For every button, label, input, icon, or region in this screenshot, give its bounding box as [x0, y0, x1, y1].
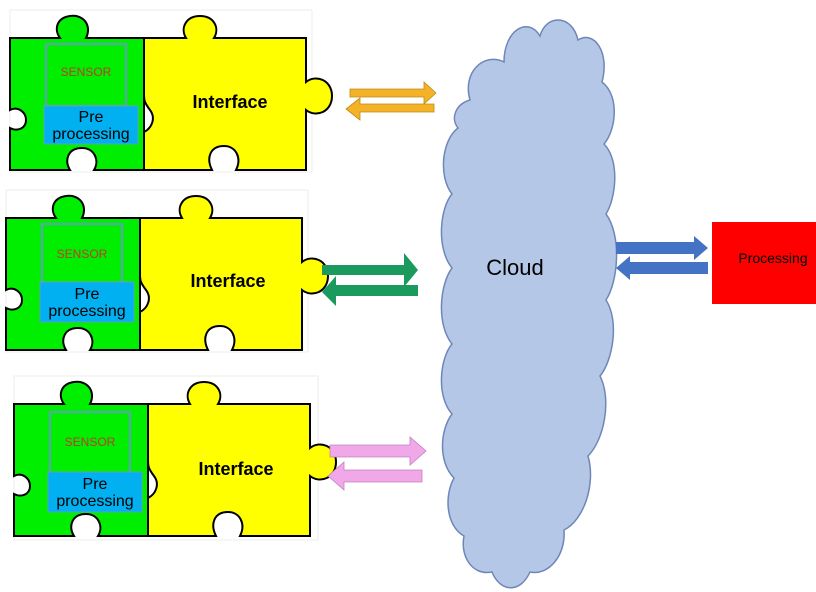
- arrow-from-cloud: [322, 276, 418, 306]
- sensor-puzzle-piece: [9, 14, 145, 171]
- preprocessing-box: [43, 105, 139, 145]
- link-arrows-module-2: [322, 253, 418, 306]
- arrow-from-cloud: [345, 97, 435, 121]
- arrow-from-processing: [616, 256, 708, 280]
- preprocessing-label-line2: processing: [56, 493, 133, 510]
- arrow-to-processing: [616, 236, 708, 260]
- link-arrows-processing: [616, 236, 708, 280]
- arrow-to-cloud: [329, 436, 427, 466]
- sensor-module-2: SENSOR Pre processing Interface: [5, 189, 329, 353]
- link-arrows-module-3: [327, 436, 427, 491]
- processing-box: [712, 222, 816, 304]
- processing-block: Processing: [712, 222, 816, 304]
- sensor-module-1: SENSOR Pre processing Interface: [9, 9, 333, 173]
- interface-label: Interface: [192, 92, 267, 112]
- sensor-label: SENSOR: [61, 65, 112, 79]
- preprocessing-box: [47, 471, 143, 513]
- preprocessing-label-line1: Pre: [75, 286, 100, 303]
- cloud: Cloud: [440, 19, 618, 589]
- preprocessing-label-line1: Pre: [83, 476, 108, 493]
- preprocessing-label-line1: Pre: [79, 109, 104, 126]
- cloud-shape: [440, 19, 618, 589]
- preprocessing-box: [39, 281, 135, 323]
- processing-label: Processing: [738, 250, 807, 266]
- arrow-to-cloud: [322, 253, 418, 287]
- preprocessing-label-line2: processing: [48, 303, 125, 320]
- arrow-to-cloud: [349, 81, 437, 105]
- sensor-label: SENSOR: [65, 435, 116, 449]
- link-arrows-module-1: [345, 81, 437, 121]
- preprocessing-label-line2: processing: [52, 126, 129, 143]
- sensor-label: SENSOR: [57, 247, 108, 261]
- cloud-label: Cloud: [486, 255, 543, 280]
- interface-label: Interface: [198, 459, 273, 479]
- sensor-puzzle-piece: [5, 194, 141, 351]
- sensor-module-3: SENSOR Pre processing Interface: [13, 375, 337, 541]
- sensor-puzzle-piece: [13, 380, 149, 537]
- arrow-from-cloud: [327, 461, 423, 491]
- interface-label: Interface: [190, 271, 265, 291]
